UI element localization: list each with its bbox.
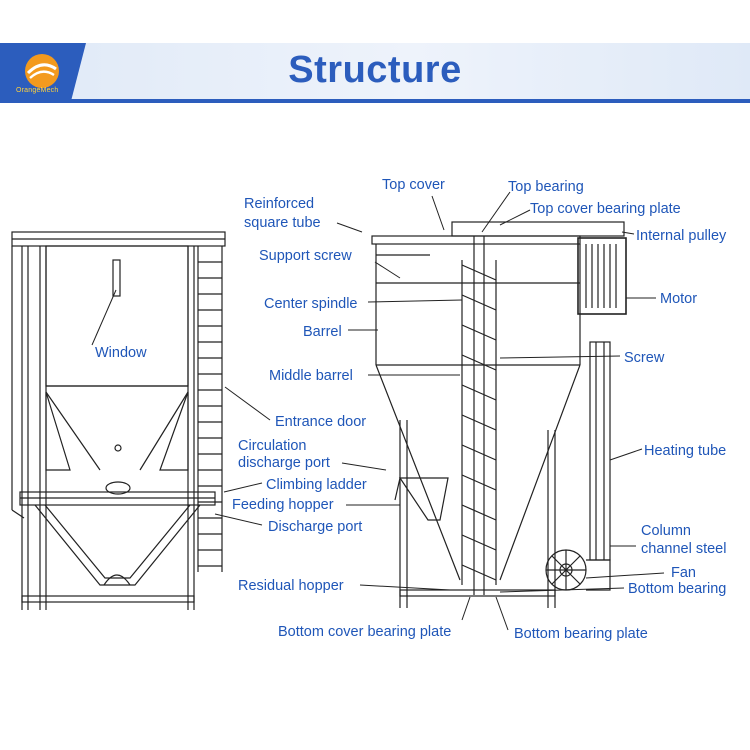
label-heating-tube: Heating tube [644,443,726,459]
label-column-line1: Column [641,523,691,539]
label-discharge-port: Discharge port [268,519,362,535]
logo-text: OrangeMech [16,87,59,94]
label-reinforced-line1: Reinforced [244,196,314,212]
company-logo [25,54,59,88]
banner-background [0,43,750,103]
label-top-bearing: Top bearing [508,179,584,195]
label-circulation-line2: discharge port [238,455,330,471]
right-mixer-drawing [371,221,627,608]
label-top-cover: Top cover [382,177,445,193]
label-screw: Screw [624,350,665,366]
label-bottom-cover-bearing-plate: Bottom cover bearing plate [278,624,451,640]
label-window: Window [95,345,147,361]
page-title: Structure [288,49,462,91]
label-column-line2: channel steel [641,541,726,557]
label-bottom-bearing: Bottom bearing [628,581,726,597]
label-middle-barrel: Middle barrel [269,368,353,384]
label-climbing-ladder: Climbing ladder [266,477,367,493]
label-feeding-hopper: Feeding hopper [232,497,334,513]
label-fan: Fan [671,565,696,581]
label-barrel: Barrel [303,324,342,340]
label-center-spindle: Center spindle [264,296,358,312]
label-bottom-bearing-plate: Bottom bearing plate [514,626,648,642]
label-reinforced-line2: square tube [244,215,321,231]
label-internal-pulley: Internal pulley [636,228,727,244]
label-residual-hopper: Residual hopper [238,578,344,594]
label-entrance-door: Entrance door [275,414,366,430]
banner-stripe [0,99,750,103]
header-banner: OrangeMech Structure [0,43,750,103]
left-mixer-drawing [11,231,226,610]
label-motor: Motor [660,291,697,307]
label-circulation-line1: Circulation [238,438,307,454]
label-support-screw: Support screw [259,248,352,264]
label-top-cover-bearing-plate: Top cover bearing plate [530,201,681,217]
